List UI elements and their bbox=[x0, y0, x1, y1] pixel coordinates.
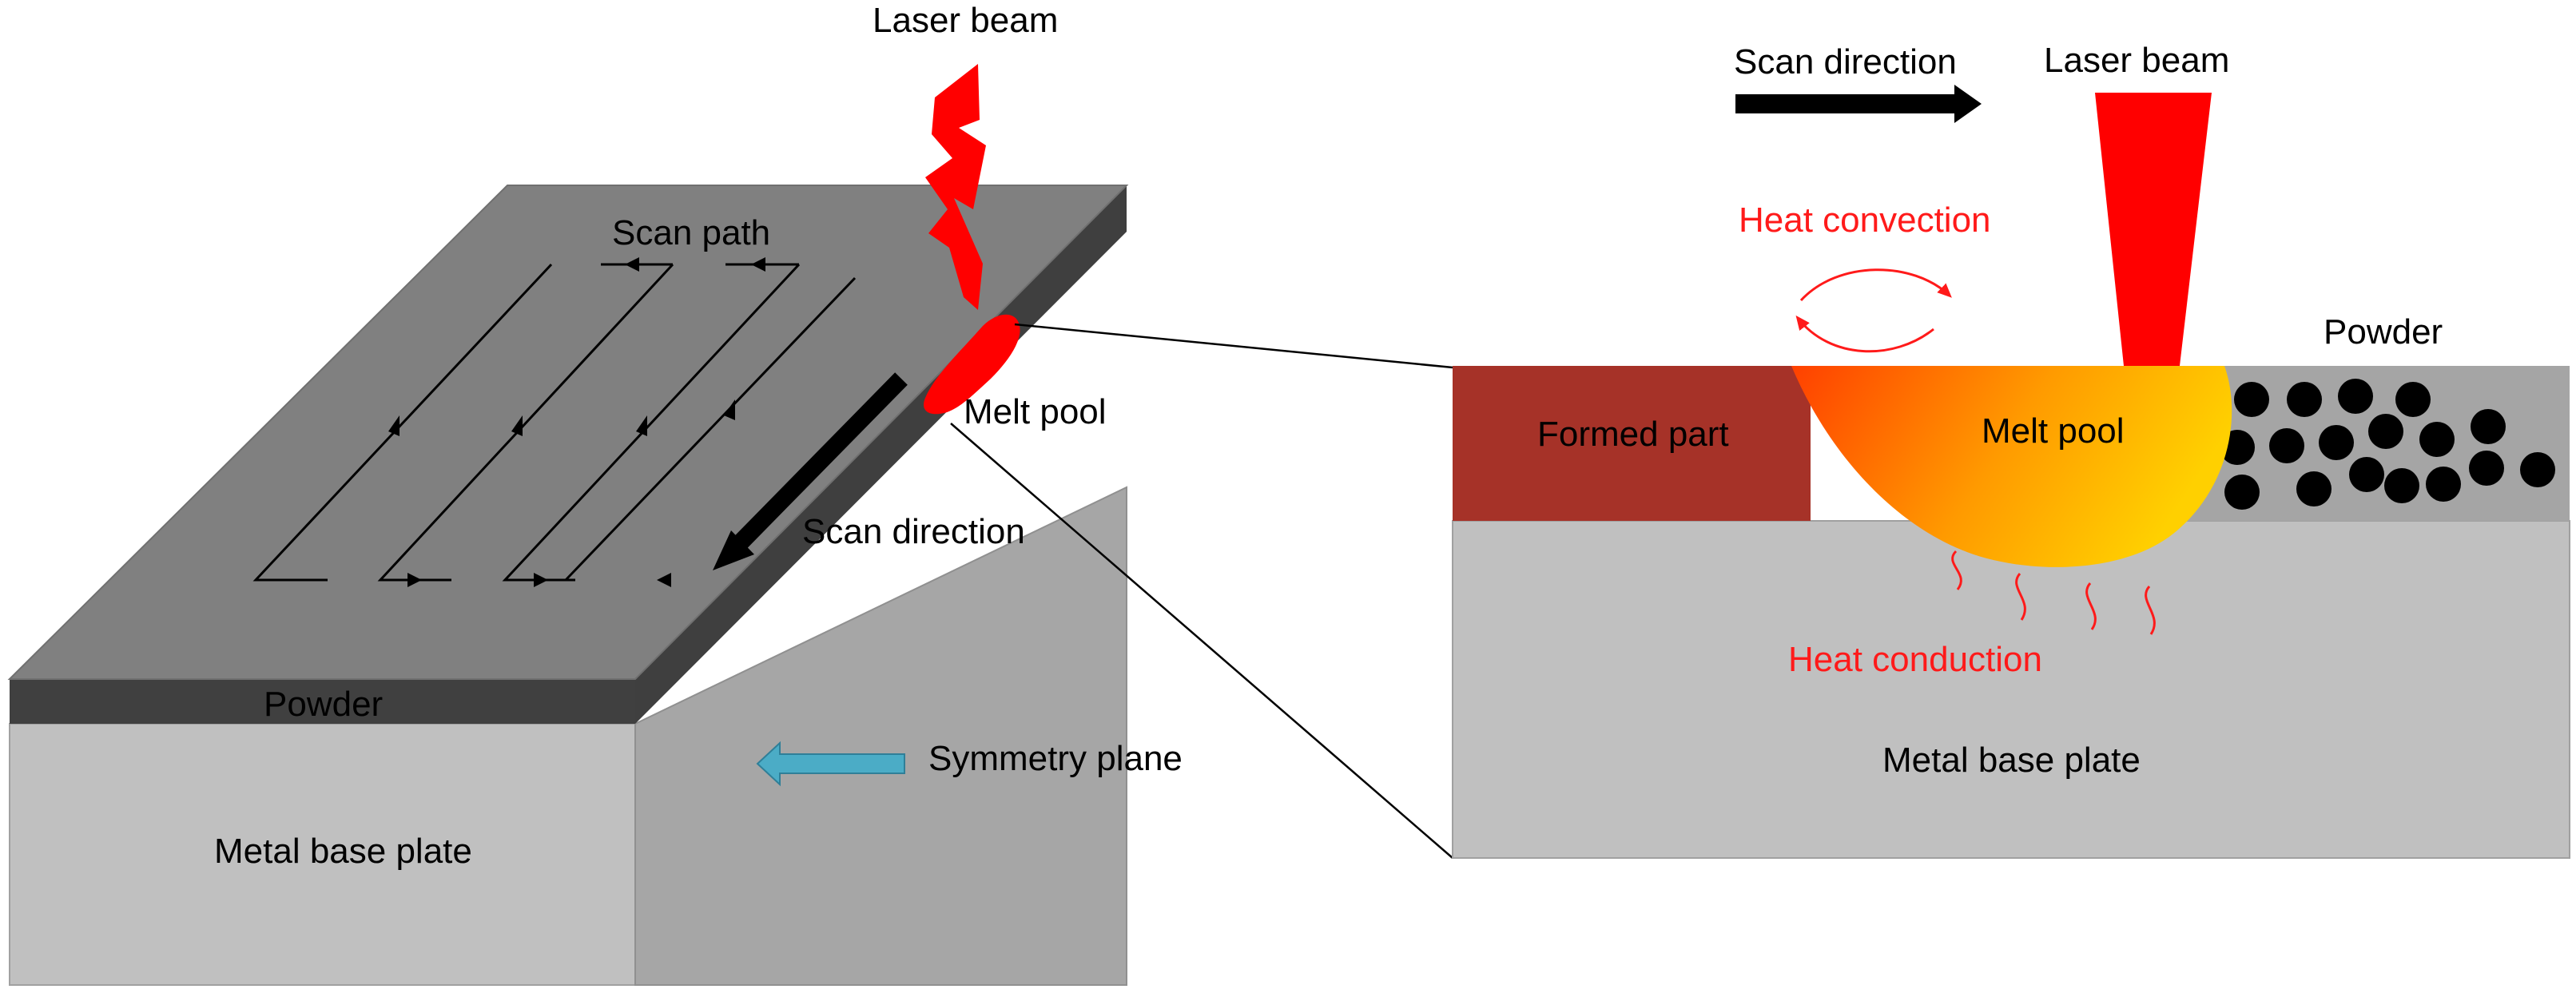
laser-bolt-icon bbox=[925, 64, 986, 310]
heat-convection-arrows-icon bbox=[1795, 268, 1952, 353]
base-plate-section bbox=[1452, 520, 2570, 859]
laser-beam-section-icon bbox=[2095, 93, 2212, 366]
zoom-line-top bbox=[1014, 323, 1453, 369]
left-panel: Laser beam Scan path Melt pool Scan dire… bbox=[7, 1, 1453, 986]
melt-pool-section bbox=[1791, 366, 2232, 567]
powder-label-right: Powder bbox=[2324, 312, 2443, 352]
powder-particles bbox=[2220, 379, 2555, 510]
formed-part-section bbox=[1453, 366, 1811, 521]
symmetry-plane-arrow-icon bbox=[756, 741, 905, 787]
scan-direction-label-left: Scan direction bbox=[802, 512, 1025, 551]
right-panel: Scan direction Laser beam Heat convectio… bbox=[1452, 41, 2570, 859]
scan-path-label: Scan path bbox=[612, 213, 770, 252]
scan-path-arrows bbox=[388, 257, 765, 587]
heat-conduction-label: Heat conduction bbox=[1788, 640, 2042, 679]
powder-label-left: Powder bbox=[264, 685, 383, 724]
metal-base-plate-label-left: Metal base plate bbox=[214, 832, 472, 871]
top-surface bbox=[7, 185, 1129, 680]
laser-beam-label-right: Laser beam bbox=[2044, 41, 2229, 80]
scan-direction-arrow bbox=[713, 372, 908, 570]
scan-direction-label-right: Scan direction bbox=[1734, 42, 1957, 81]
symmetry-plane-label: Symmetry plane bbox=[928, 739, 1183, 778]
melt-pool-label-left: Melt pool bbox=[964, 392, 1107, 431]
base-plate-side-face bbox=[634, 486, 1127, 986]
laser-beam-label-left: Laser beam bbox=[873, 1, 1058, 40]
melt-pool-label-right: Melt pool bbox=[1982, 411, 2125, 451]
heat-convection-label: Heat convection bbox=[1739, 201, 1991, 240]
zoom-line-bottom bbox=[950, 423, 1453, 859]
metal-base-plate-label-right: Metal base plate bbox=[1882, 741, 2141, 780]
scan-direction-arrow-right bbox=[1735, 85, 1982, 123]
heat-conduction-icon bbox=[1951, 550, 2156, 635]
melt-pool-left bbox=[924, 314, 1020, 415]
formed-part-label: Formed part bbox=[1537, 415, 1729, 454]
powder-layer-front-face bbox=[10, 679, 635, 724]
